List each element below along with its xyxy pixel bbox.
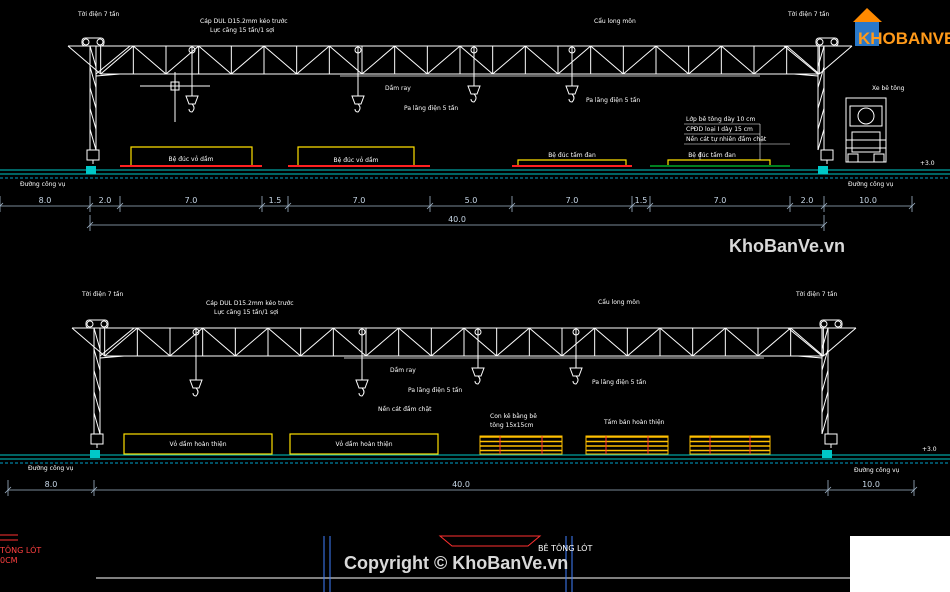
dimension-value: 5.0 xyxy=(465,196,478,205)
b-sleeper-label: Con kê bằng bê xyxy=(490,413,537,420)
dimension-value: 8.0 xyxy=(39,196,52,205)
section-mid-label: BÊ TÔNG LÓT xyxy=(538,542,592,553)
road-label-right: Đường công vụ xyxy=(848,181,894,188)
top-elevation: 8.0 2.0 7.0 1.5 7.0 5.0 7.0 1.5 7.0 2.0 10.0 40.0 xyxy=(0,37,950,231)
dimension-value: 40.0 xyxy=(452,480,470,489)
finished-slabs xyxy=(479,435,771,455)
section-left-label: TÔNG LÓT xyxy=(0,544,41,555)
labels-top: Tời điện 7 tấn Tời điện 7 tấn Cáp DUL D1… xyxy=(20,11,935,188)
b-road-label-right: Đường công vụ xyxy=(854,467,900,474)
logo-text: KHOBANVE xyxy=(858,29,950,48)
cable-label: Cáp DUL D15.2mm kéo trước xyxy=(200,18,288,25)
dimension-value: 1.5 xyxy=(635,196,648,205)
bed-label-3: Bệ đúc tấm đan xyxy=(548,152,596,159)
dimension-value: 7.0 xyxy=(566,196,579,205)
dimension-value: 7.0 xyxy=(714,196,727,205)
dimension-value: 8.0 xyxy=(45,480,58,489)
b-shell-label-2: Vỏ dầm hoàn thiện xyxy=(335,440,392,448)
bottom-truss xyxy=(71,319,857,448)
dimension-value: 10.0 xyxy=(859,196,877,205)
dimension-value: 10.0 xyxy=(862,480,880,489)
labels-section: TÔNG LÓT 0CM BÊ TÔNG LÓT xyxy=(0,542,592,565)
pulley-label-left: Pa lăng điện 5 tấn xyxy=(404,105,458,112)
b-soil-label: Nền cát đầm chặt xyxy=(378,405,432,413)
layer-legend xyxy=(684,123,790,160)
dimension-value: 7.0 xyxy=(353,196,366,205)
force-label: Lực căng 15 tấn/1 sợi xyxy=(210,27,275,34)
b-sleeper-label-2: tông 15x15cm xyxy=(490,422,534,429)
top-casting-beds xyxy=(120,146,790,167)
elevation-label: +3.0 xyxy=(920,160,935,167)
concrete-truck xyxy=(845,97,887,163)
section-fragment xyxy=(0,534,950,592)
hoist-label-left: Tời điện 7 tấn xyxy=(77,11,120,18)
dimension-value: 2.0 xyxy=(801,196,814,205)
b-pulley-label-left: Pa lăng điện 5 tấn xyxy=(408,387,462,394)
dimension-value: 1.5 xyxy=(269,196,282,205)
top-truss xyxy=(67,37,853,164)
b-force-label: Lực căng 15 tấn/1 sợi xyxy=(214,309,279,316)
watermark-copyright: Copyright © KhoBanVe.vn xyxy=(344,553,568,573)
hoist-label-right: Tời điện 7 tấn xyxy=(787,11,830,18)
b-hoist-label-right: Tời điện 7 tấn xyxy=(795,291,838,298)
b-shell-label-1: Vỏ dầm hoàn thiện xyxy=(169,440,226,448)
house-icon xyxy=(855,20,879,46)
labels-bottom: Tời điện 7 tấn Tời điện 7 tấn Cáp DUL D1… xyxy=(28,291,937,474)
b-pulley-label-right: Pa lăng điện 5 tấn xyxy=(592,379,646,386)
bottom-dimensions: 8.0 40.0 10.0 xyxy=(4,480,918,496)
dimension-value: 40.0 xyxy=(448,215,466,224)
crane-label: Cẩu long môn xyxy=(594,18,636,25)
rail-beam-label: Dầm ray xyxy=(385,84,411,92)
soil-label: Nền cát tự nhiên đầm chặt xyxy=(686,135,767,143)
bed-label-4: Bệ đúc tấm đan xyxy=(688,152,736,159)
cpdd-label: CPĐD loại I dày 15 cm xyxy=(686,126,753,133)
concrete-layer-label: Lớp bê tông dày 10 cm xyxy=(686,116,755,123)
bed-label-2: Bệ đúc vỏ dầm xyxy=(334,156,379,164)
finished-shells xyxy=(123,433,439,455)
b-road-label-left: Đường công vụ xyxy=(28,465,74,472)
b-rail-beam-label: Dầm ray xyxy=(390,366,416,374)
rail-support-left xyxy=(86,166,96,174)
dimension-value: 2.0 xyxy=(99,196,112,205)
truck-label: Xe bê tông xyxy=(872,85,905,92)
top-ground xyxy=(0,166,950,179)
road-label-left: Đường công vụ xyxy=(20,181,66,188)
top-dimensions: 8.0 2.0 7.0 1.5 7.0 5.0 7.0 1.5 7.0 2.0 10.0 40.0 xyxy=(0,196,916,231)
bed-label-1: Bệ đúc vỏ dầm xyxy=(169,155,214,163)
bottom-ground xyxy=(0,450,950,464)
b-slab-label: Tấm bản hoàn thiện xyxy=(603,419,665,426)
bottom-elevation: 8.0 40.0 10.0 xyxy=(0,319,950,496)
rail-support-right xyxy=(818,166,828,174)
dimension-value: 7.0 xyxy=(185,196,198,205)
b-crane-label: Cẩu long môn xyxy=(598,299,640,306)
watermark-site: KhoBanVe.vn xyxy=(729,236,845,256)
logo: KHOBANVE xyxy=(853,8,950,48)
pulley-label-right: Pa lăng điện 5 tấn xyxy=(586,97,640,104)
section-left-label-2: 0CM xyxy=(0,556,18,565)
roof-icon xyxy=(853,8,882,22)
b-cable-label: Cáp DUL D15.2mm kéo trước xyxy=(206,300,294,307)
b-elevation-label: +3.0 xyxy=(922,446,937,453)
white-block xyxy=(850,536,950,592)
b-hoist-label-left: Tời điện 7 tấn xyxy=(81,291,124,298)
